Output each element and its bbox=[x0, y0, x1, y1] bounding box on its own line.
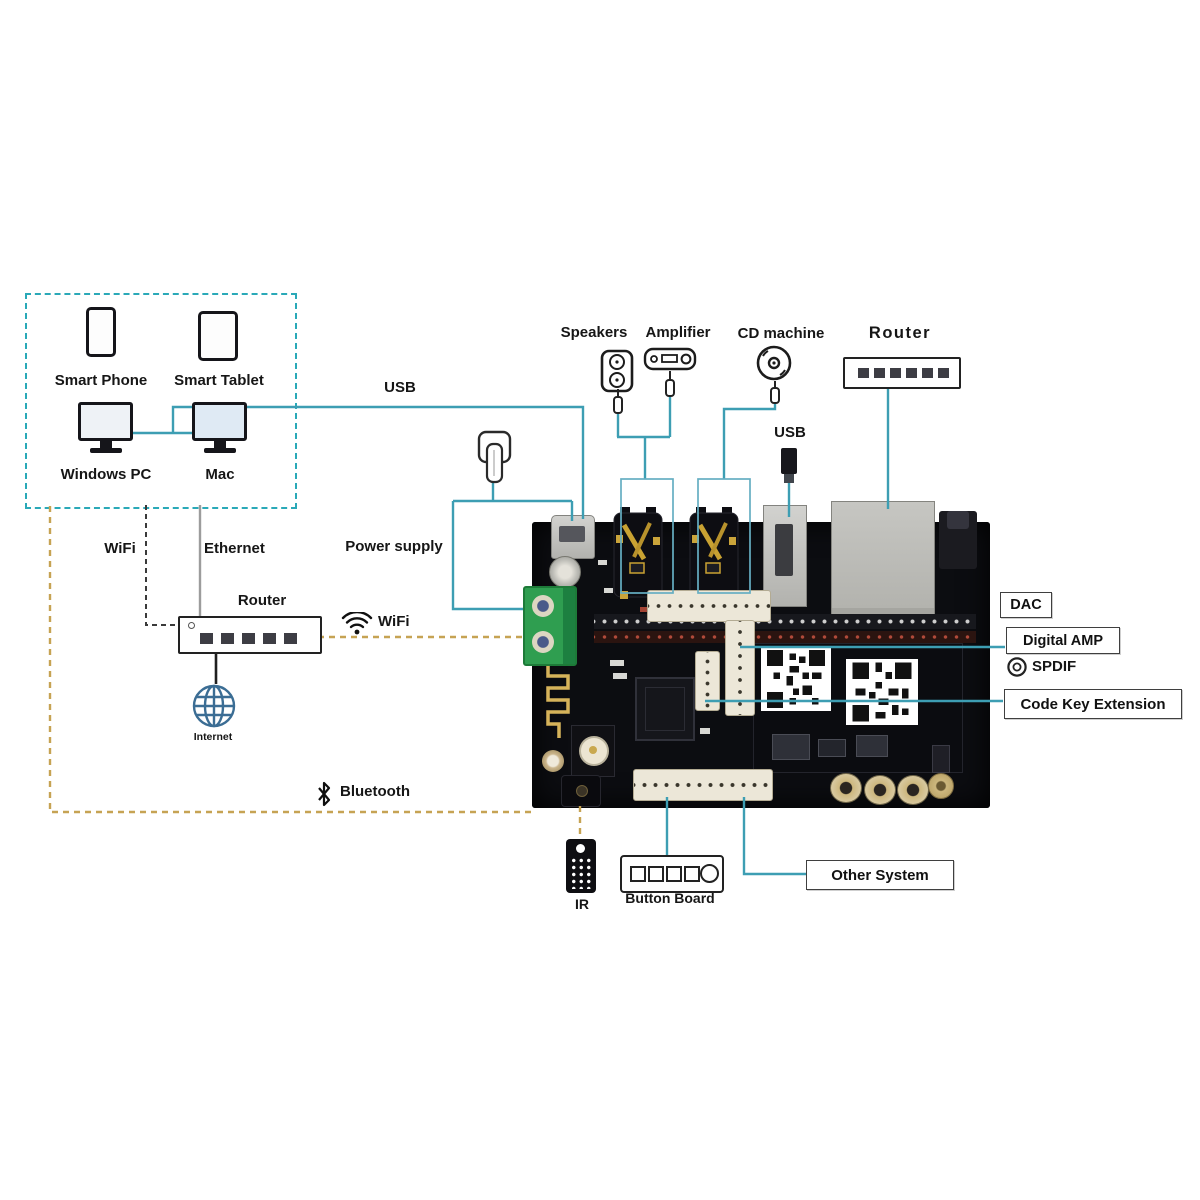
other-system-callout: Other System bbox=[806, 860, 954, 890]
digital-amp-callout: Digital AMP bbox=[1006, 627, 1120, 654]
speakers-plug-icon bbox=[611, 389, 625, 415]
antenna-connector bbox=[927, 745, 955, 799]
windows-pc-label: Windows PC bbox=[60, 466, 152, 483]
audio-jack-2 bbox=[686, 507, 742, 603]
module-chip bbox=[772, 734, 810, 760]
module-chip bbox=[856, 735, 888, 757]
code-key-extension-callout: Code Key Extension bbox=[1004, 689, 1182, 719]
vertical-connector bbox=[695, 651, 720, 711]
qr-code-label-2 bbox=[846, 659, 918, 725]
smart-tablet-icon bbox=[198, 311, 238, 361]
router-top-icon bbox=[843, 357, 961, 389]
wifi-board-label: WiFi bbox=[378, 613, 410, 630]
standoff bbox=[549, 556, 581, 588]
ir-remote-icon bbox=[566, 839, 596, 893]
ethernet-port bbox=[831, 501, 935, 625]
terminal-block bbox=[523, 586, 577, 666]
windows-pc-icon bbox=[78, 402, 133, 453]
audio-jack-1 bbox=[610, 507, 666, 603]
spdif-label: SPDIF bbox=[1032, 658, 1077, 675]
code-key-connector bbox=[725, 620, 755, 716]
usb-dongle-icon bbox=[781, 448, 797, 483]
amplifier-label: Amplifier bbox=[645, 324, 711, 341]
qr-code-label-1 bbox=[761, 647, 831, 711]
code-key-extension-label: Code Key Extension bbox=[1020, 695, 1166, 713]
ir-receiver bbox=[561, 775, 601, 807]
power-plug-icon bbox=[477, 430, 513, 486]
dac-callout: DAC bbox=[1000, 592, 1052, 618]
rca-jack bbox=[897, 775, 929, 805]
wifi-icon bbox=[341, 612, 373, 636]
internet-globe-icon bbox=[190, 682, 238, 730]
amplifier-icon bbox=[643, 347, 697, 371]
ir-label: IR bbox=[575, 896, 589, 912]
cd-machine-label: CD machine bbox=[737, 325, 825, 342]
mac-icon bbox=[192, 402, 247, 453]
smart-phone-label: Smart Phone bbox=[54, 372, 148, 389]
micro-usb-port bbox=[551, 515, 595, 559]
router-left-icon bbox=[178, 616, 322, 654]
smart-phone-icon bbox=[86, 307, 116, 357]
ethernet-label: Ethernet bbox=[204, 540, 265, 557]
usb-line-label: USB bbox=[384, 379, 416, 396]
power-supply-label: Power supply bbox=[345, 538, 443, 555]
main-chip bbox=[635, 677, 695, 741]
pcb-antenna bbox=[544, 654, 574, 738]
router-antenna-dot bbox=[188, 622, 195, 629]
mounting-hole bbox=[542, 750, 564, 772]
usb-a-port bbox=[763, 505, 807, 607]
rca-jack bbox=[864, 775, 896, 805]
router-left-label: Router bbox=[237, 592, 287, 609]
bluetooth-icon bbox=[315, 780, 333, 808]
router-top-label: Router bbox=[868, 324, 932, 342]
white-connector bbox=[647, 590, 771, 622]
other-system-label: Other System bbox=[831, 866, 929, 884]
button-board-icon bbox=[620, 855, 724, 893]
speakers-icon bbox=[600, 349, 634, 393]
internet-label: Internet bbox=[193, 731, 233, 743]
rca-jack bbox=[830, 773, 862, 803]
amplifier-plug-icon bbox=[663, 371, 677, 398]
mac-label: Mac bbox=[205, 466, 235, 483]
bluetooth-label: Bluetooth bbox=[340, 783, 410, 800]
button-board-label: Button Board bbox=[625, 890, 715, 906]
cd-disc-icon bbox=[754, 344, 794, 384]
speakers-label: Speakers bbox=[560, 324, 628, 341]
spdif-icon bbox=[1006, 656, 1028, 678]
digital-amp-label: Digital AMP bbox=[1022, 632, 1104, 649]
wifi-left-label: WiFi bbox=[104, 540, 136, 557]
cd-plug-icon bbox=[768, 381, 782, 405]
module-chip bbox=[818, 739, 846, 757]
potentiometer bbox=[571, 725, 615, 777]
bottom-connector-strip bbox=[633, 769, 773, 801]
smart-tablet-label: Smart Tablet bbox=[174, 372, 264, 389]
pin-header-row-red bbox=[594, 631, 976, 643]
usb-dongle-label: USB bbox=[774, 424, 806, 441]
push-button bbox=[939, 511, 977, 569]
dac-label: DAC bbox=[1010, 597, 1042, 613]
